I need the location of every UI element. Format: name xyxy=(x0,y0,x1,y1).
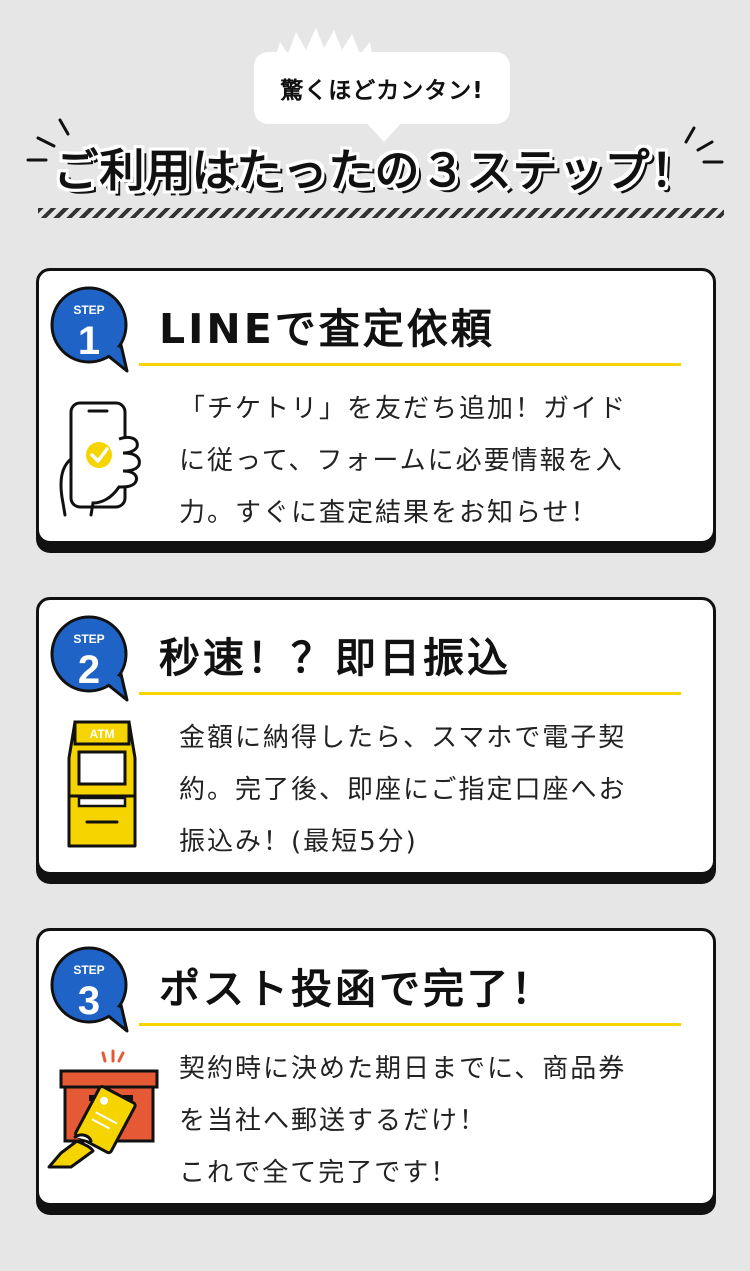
bubble-text: 驚くほどカンタン! xyxy=(280,78,484,104)
mailbox-icon xyxy=(47,1049,159,1169)
speech-bubble: 驚くほどカンタン! xyxy=(254,52,510,124)
step-badge-1: STEP 1 xyxy=(50,286,129,373)
speech-bubble-tail xyxy=(364,120,404,142)
step-body-2: 金額に納得したら、スマホで電子契 約。完了後、即座にご指定口座へお 振込み！(最… xyxy=(179,712,689,868)
title-underline-2 xyxy=(139,692,681,695)
step-badge-label-2: STEP xyxy=(73,632,104,646)
step-body-line: これで全て完了です！ xyxy=(179,1158,459,1188)
title-underline-3 xyxy=(139,1023,681,1026)
hatch-divider xyxy=(38,208,724,218)
header: 驚くほどカンタン! ご利用はたったの３ステップ！ xyxy=(0,0,750,230)
step-badge-number-1: 1 xyxy=(78,319,100,363)
page-headline: ご利用はたったの３ステップ！ xyxy=(53,144,697,197)
step-badge-2: STEP 2 xyxy=(50,615,129,702)
step-badge-3: STEP 3 xyxy=(50,946,129,1033)
step-title-3: ポスト投函で完了！ xyxy=(159,965,555,1013)
step-body-3: 契約時に決めた期日までに、商品券 を当社へ郵送するだけ！ これで全て完了です！ xyxy=(179,1043,689,1199)
atm-label: ATM xyxy=(89,727,114,741)
step-badge-number-3: 3 xyxy=(78,979,100,1023)
title-underline-1 xyxy=(139,363,681,366)
smartphone-hand-icon xyxy=(59,401,141,517)
step-body-line: を当社へ郵送するだけ！ xyxy=(179,1106,488,1136)
step-card-3: STEP 3 ポスト投函で完了！ 契約時に決めた期日までに、商品券 を当社へ郵送… xyxy=(36,928,716,1206)
step-badge-label-3: STEP xyxy=(73,963,104,977)
step-body-1: 「チケトリ」を友だち追加！ガイド に従って、フォームに必要情報を入 力。すぐに査… xyxy=(179,383,689,539)
step-body-line: 金額に納得したら、スマホで電子契 xyxy=(179,723,627,753)
step-body-line: 「チケトリ」を友だち追加！ガイド xyxy=(179,394,628,424)
step-title-1: LINEで査定依頼 xyxy=(159,305,495,353)
step-badge-label-1: STEP xyxy=(73,303,104,317)
step-body-line: に従って、フォームに必要情報を入 xyxy=(179,446,624,476)
step-card-2: STEP 2 秒速！？即日振込 ATM 金額に納得したら、スマホで電子契 約。完… xyxy=(36,597,716,875)
step-body-line: 力。すぐに査定結果をお知らせ！ xyxy=(179,498,599,528)
spark-lines-icon xyxy=(26,118,724,164)
step-card-1: STEP 1 LINEで査定依頼 「チケトリ」を友だち追加！ガイド に従って、フ… xyxy=(36,268,716,544)
step-title-2: 秒速！？即日振込 xyxy=(159,634,511,682)
atm-icon: ATM xyxy=(67,720,137,848)
step-body-line: 約。完了後、即座にご指定口座へお xyxy=(179,775,627,805)
step-body-line: 振込み！(最短5分) xyxy=(179,827,418,857)
step-badge-number-2: 2 xyxy=(78,648,100,692)
step-body-line: 契約時に決めた期日までに、商品券 xyxy=(179,1054,627,1084)
